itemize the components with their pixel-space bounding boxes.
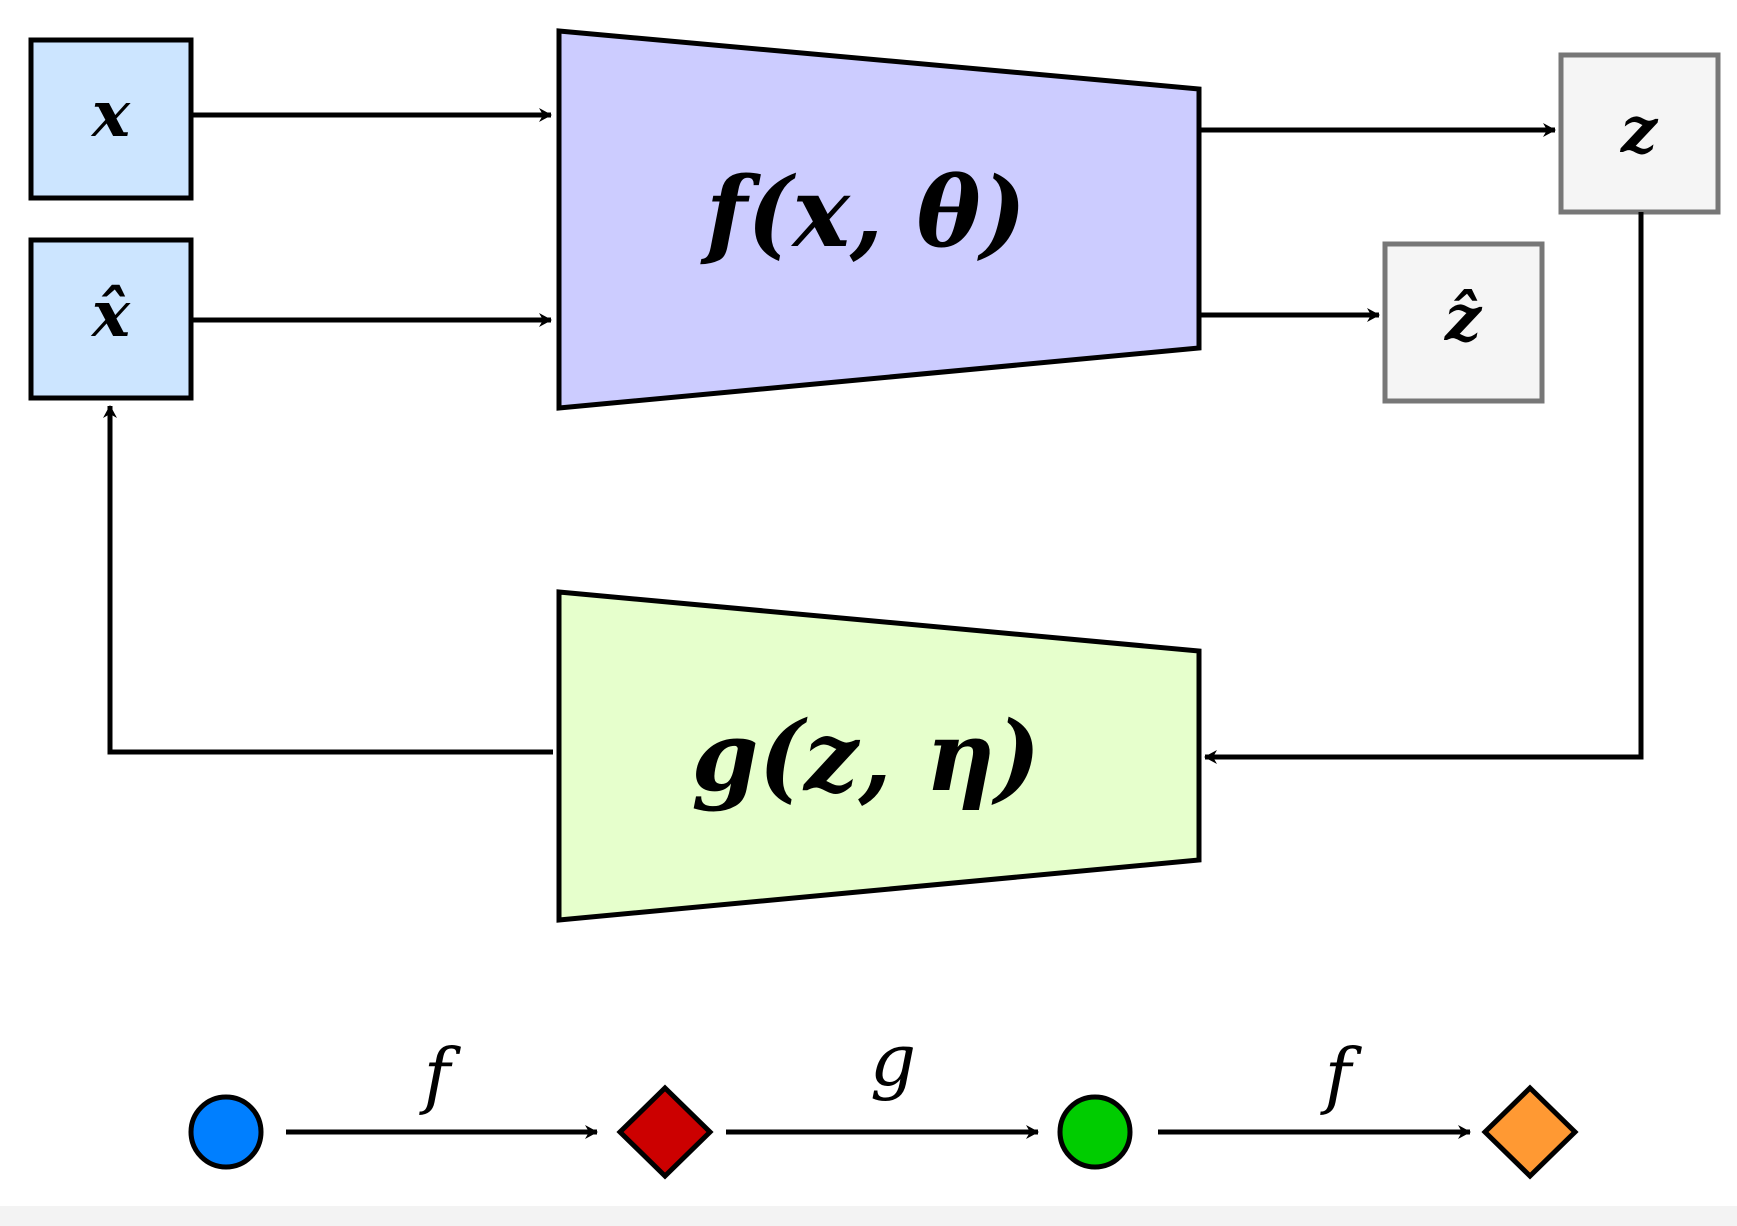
input-x-box xyxy=(28,37,194,201)
encoder-label: f(x, θ) xyxy=(700,156,1026,269)
arrow-z-to-decoder xyxy=(1204,212,1644,764)
bottom-strip xyxy=(0,1206,1737,1226)
latent-z-hat-label: ẑ xyxy=(1444,281,1483,356)
input-x-label: x xyxy=(90,77,131,152)
encoder-block xyxy=(556,28,1202,411)
chain-node-1-circle xyxy=(188,1094,264,1170)
arrow-decoder-to-x-hat xyxy=(103,405,553,755)
decoder-label: g(z, η) xyxy=(691,700,1040,813)
chain-node-3-circle xyxy=(1057,1094,1133,1170)
latent-z-label: z xyxy=(1620,93,1659,168)
composition-chain: f g f xyxy=(188,1018,1579,1180)
chain-edge-label-2: g xyxy=(870,1018,916,1102)
input-x-hat-label: x̂ xyxy=(90,277,131,352)
chain-edge-label-1: f xyxy=(419,1033,462,1117)
chain-edge-label-3: f xyxy=(1320,1033,1363,1117)
decoder-block xyxy=(556,589,1202,923)
latent-z-hat-box xyxy=(1382,241,1545,404)
chain-node-4-diamond xyxy=(1481,1084,1579,1180)
chain-node-2-diamond xyxy=(616,1084,714,1180)
input-x-hat-box xyxy=(28,237,194,401)
